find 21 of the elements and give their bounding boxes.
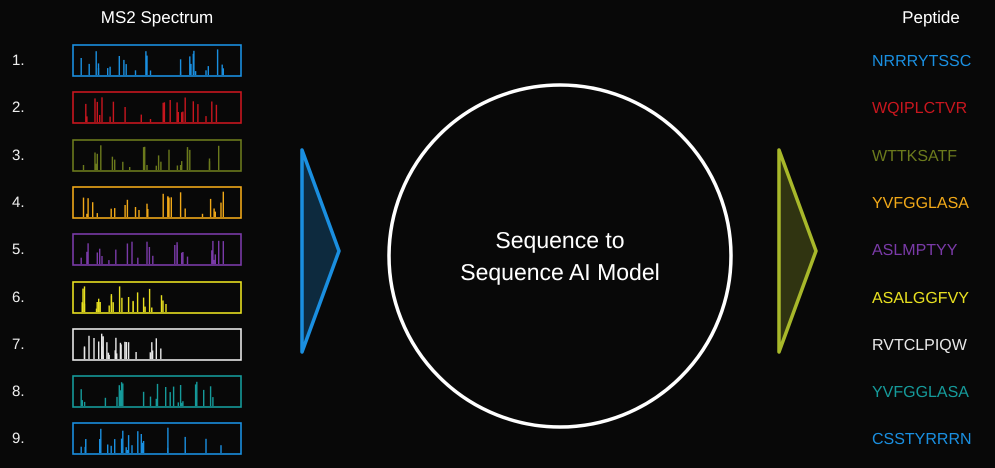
peptide-sequence: YVFGGLASA bbox=[872, 194, 969, 213]
row-number: 8. bbox=[12, 383, 25, 400]
row-number: 2. bbox=[12, 99, 25, 116]
peptide-sequence: WQIPLCTVR bbox=[872, 100, 968, 118]
column-heading: MS2 Spectrum bbox=[100, 8, 214, 28]
row-number: 6. bbox=[12, 288, 25, 306]
row-number: 5. bbox=[12, 241, 25, 258]
row-number: 1. bbox=[12, 52, 25, 69]
peptide-sequence: CSSTYRRRN bbox=[872, 431, 972, 450]
peptide-sequence: YVFGGLASA bbox=[872, 384, 969, 402]
row-number: 9. bbox=[12, 430, 25, 448]
row-number: 3. bbox=[12, 146, 25, 164]
model-label: Sequence to Sequence AI Model bbox=[459, 226, 661, 287]
peptide-sequence: ASALGGFVY bbox=[872, 290, 969, 308]
row-number: 4. bbox=[12, 194, 25, 211]
peptide-sequence: RVTCLPIQW bbox=[872, 336, 967, 355]
peptide-sequence: ASLMPTYY bbox=[872, 242, 958, 260]
peptide-sequence: WTTKSATF bbox=[872, 148, 958, 166]
column-heading: Peptide bbox=[901, 8, 961, 28]
row-number: 7. bbox=[12, 336, 25, 353]
peptide-sequence: NRRRYTSSC bbox=[872, 53, 972, 71]
